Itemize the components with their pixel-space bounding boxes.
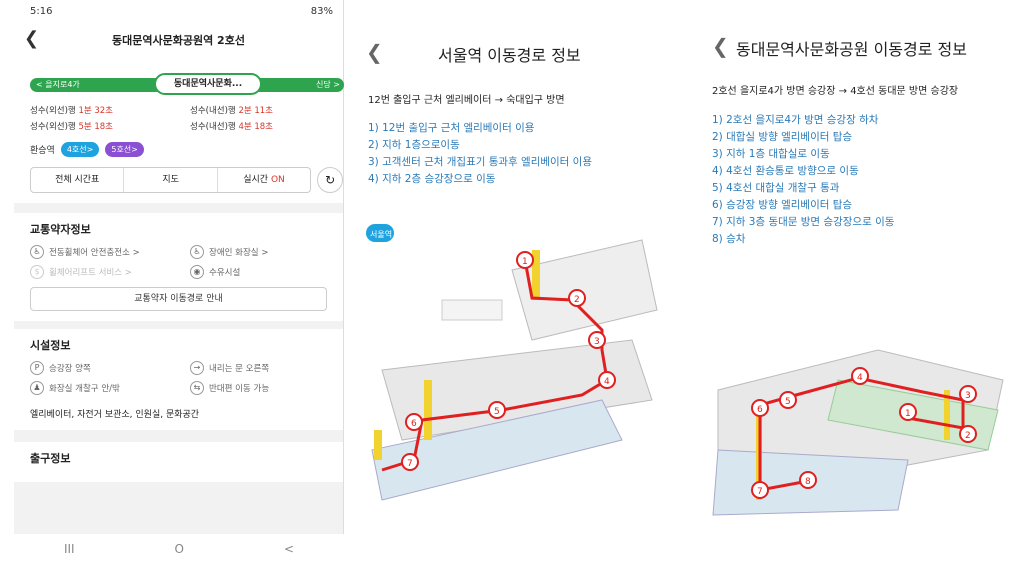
door-arrow-icon: → [190,361,204,375]
toilet-icon: ♟ [30,381,44,395]
mobility-section: 교통약자정보 ♿전동휠체어 안전충전소 > ♿장애인 화장실 > $휠체어리프트… [14,213,343,321]
seoul-subtitle: 12번 출입구 근처 엘리베이터 → 숙대입구 방면 [368,95,565,106]
wheelchair-charger-link[interactable]: ♿전동휠체어 안전충전소 > [30,245,190,259]
refresh-icon[interactable]: ↻ [317,167,343,193]
ddp-route-map: 1 2 3 4 5 6 7 8 [712,349,1004,516]
svg-text:8: 8 [805,477,811,487]
step-item: 8) 승차 [712,233,746,245]
cross-platform-item: ⇆반대편 이동 가능 [190,381,340,395]
step-item: 2) 대합실 방향 엘리베이터 탑승 [712,131,853,143]
seoul-badge-bg [366,224,394,242]
back-arrow-icon[interactable]: ❮ [24,28,40,49]
station-card: < 을지로4가 동대문역사문화... 신당 > 성수(외선)행 1분 32초 성… [14,58,344,203]
step-item: 3) 지하 1층 대합실로 이동 [712,148,830,160]
nursing-icon: ◉ [190,265,204,279]
door-side-item: →내리는 문 오른쪽 [190,361,340,375]
step-item: 5) 4호선 대합실 개찰구 통과 [712,182,840,194]
seoul-badge: 서울역 [370,229,392,239]
transfer-label: 환승역 [30,146,55,156]
svg-text:7: 7 [757,487,763,497]
ddp-subtitle: 2호선 을지로4가 방면 승강장 → 4호선 동대문 방면 승강장 [712,86,959,97]
next-station-link[interactable]: 신당 > [316,80,340,89]
step-item: 4) 4호선 환승통로 방향으로 이동 [712,165,859,177]
prev-station-link[interactable]: < 을지로4가 [36,80,80,89]
page-title: 동대문역사문화공원역 2호선 [112,34,245,47]
accessible-toilet-icon: ♿ [190,245,204,259]
lift-icon: $ [30,265,44,279]
status-time: 5:16 [30,5,53,17]
status-bar: 5:16 83% [14,0,343,22]
svg-text:6: 6 [411,419,417,429]
step-item: 2) 지하 1층으로이동 [368,139,460,151]
ddp-steps: 1) 2호선 을지로4가 방면 승강장 하차 2) 대합실 방향 엘리베이터 탑… [712,112,894,248]
step-item: 6) 승강장 방향 엘리베이터 탑승 [712,199,853,211]
exit-title: 출구정보 [30,452,71,465]
mobility-route-button[interactable]: 교통약자 이동경로 안내 [30,287,327,311]
tab-realtime[interactable]: 실시간 ON [243,175,285,185]
recent-apps-button[interactable]: III [63,542,75,556]
ddp-route-markers: 1 2 3 4 5 6 7 8 [751,367,977,499]
line5-chip[interactable]: 5호선> [105,142,144,157]
step-item: 4) 지하 2층 승강장으로 이동 [368,173,496,185]
svg-text:5: 5 [494,407,500,417]
svg-text:1: 1 [905,409,911,419]
svg-text:3: 3 [965,391,971,401]
svg-text:3: 3 [594,337,600,347]
route-markers: 1 2 3 4 5 6 7 [401,251,616,471]
exit-section: 출구정보 [14,442,343,482]
wheelchair-lift-link[interactable]: $휠체어리프트 서비스 > [30,265,190,279]
accessible-toilet-link[interactable]: ♿장애인 화장실 > [190,245,340,259]
svg-text:2: 2 [574,295,580,305]
mobility-title: 교통약자정보 [30,223,91,236]
platform-icon: P [30,361,44,375]
arrival-list: 성수(외선)행 1분 32초 성수(내선)행 2분 11초 성수(외선)행 5분… [30,104,343,132]
facility-extras: 엘리베이터, 자전거 보관소, 인원실, 문화공간 [30,410,200,420]
home-button[interactable]: O [174,542,184,556]
line4-chip[interactable]: 4호선> [60,142,100,157]
phone-screen: 5:16 83% ❮ 동대문역사문화공원역 2호선 < 을지로4가 동대문역사문… [14,0,344,564]
app-bar: ❮ 동대문역사문화공원역 2호선 [14,22,343,58]
toilet-location-item: ♟화장실 개찰구 안/밖 [30,381,190,395]
svg-text:2: 2 [965,431,971,441]
arrival-item: 성수(외선)행 5분 18초 [30,122,114,132]
ddp-title: 동대문역사문화공원 이동경로 정보 [736,40,967,59]
seoul-steps: 1) 12번 출입구 근처 엘리베이터 이용 2) 지하 1층으로이동 3) 고… [368,120,592,188]
view-tabs: 전체 시간표 지도 실시간 ON ↻ [30,167,343,193]
facility-title: 시설정보 [30,339,71,352]
seoul-title: 서울역 이동경로 정보 [438,46,581,65]
step-item: 1) 2호선 을지로4가 방면 승강장 하차 [712,114,879,126]
svg-text:7: 7 [407,459,413,469]
ddp-back-icon[interactable]: ❮ [712,34,729,58]
step-item: 7) 지하 3층 동대문 방면 승강장으로 이동 [712,216,895,228]
arrival-item: 성수(외선)행 1분 32초 [30,106,114,116]
tab-map[interactable]: 지도 [124,168,218,192]
seoul-route-map: 서울역 1 2 3 4 5 6 7 [366,224,658,501]
swap-icon: ⇆ [190,381,204,395]
transfer-row: 환승역 4호선> 5호선> [30,142,343,157]
wheelchair-icon: ♿ [30,245,44,259]
seoul-back-icon[interactable]: ❮ [366,40,383,64]
svg-text:4: 4 [857,373,863,383]
current-station-badge: 동대문역사문화... [154,73,262,95]
tab-timetable[interactable]: 전체 시간표 [31,168,125,192]
nav-back-button[interactable]: < [283,542,295,556]
svg-text:5: 5 [785,397,791,407]
nursing-room-item: ◉수유시설 [190,265,340,279]
battery-indicator: 83% [310,5,333,17]
step-item: 1) 12번 출입구 근처 엘리베이터 이용 [368,122,535,134]
step-item: 3) 고객센터 근처 개집표기 통과후 엘리베이터 이용 [368,156,593,168]
arrival-item: 성수(내선)행 4분 18초 [190,122,274,132]
line2-bar: < 을지로4가 동대문역사문화... 신당 > [30,73,344,95]
arrival-item: 성수(내선)행 2분 11초 [190,106,274,116]
svg-text:4: 4 [604,377,610,387]
android-navbar: III O < [14,534,344,564]
svg-text:1: 1 [522,257,528,267]
svg-text:6: 6 [757,405,763,415]
